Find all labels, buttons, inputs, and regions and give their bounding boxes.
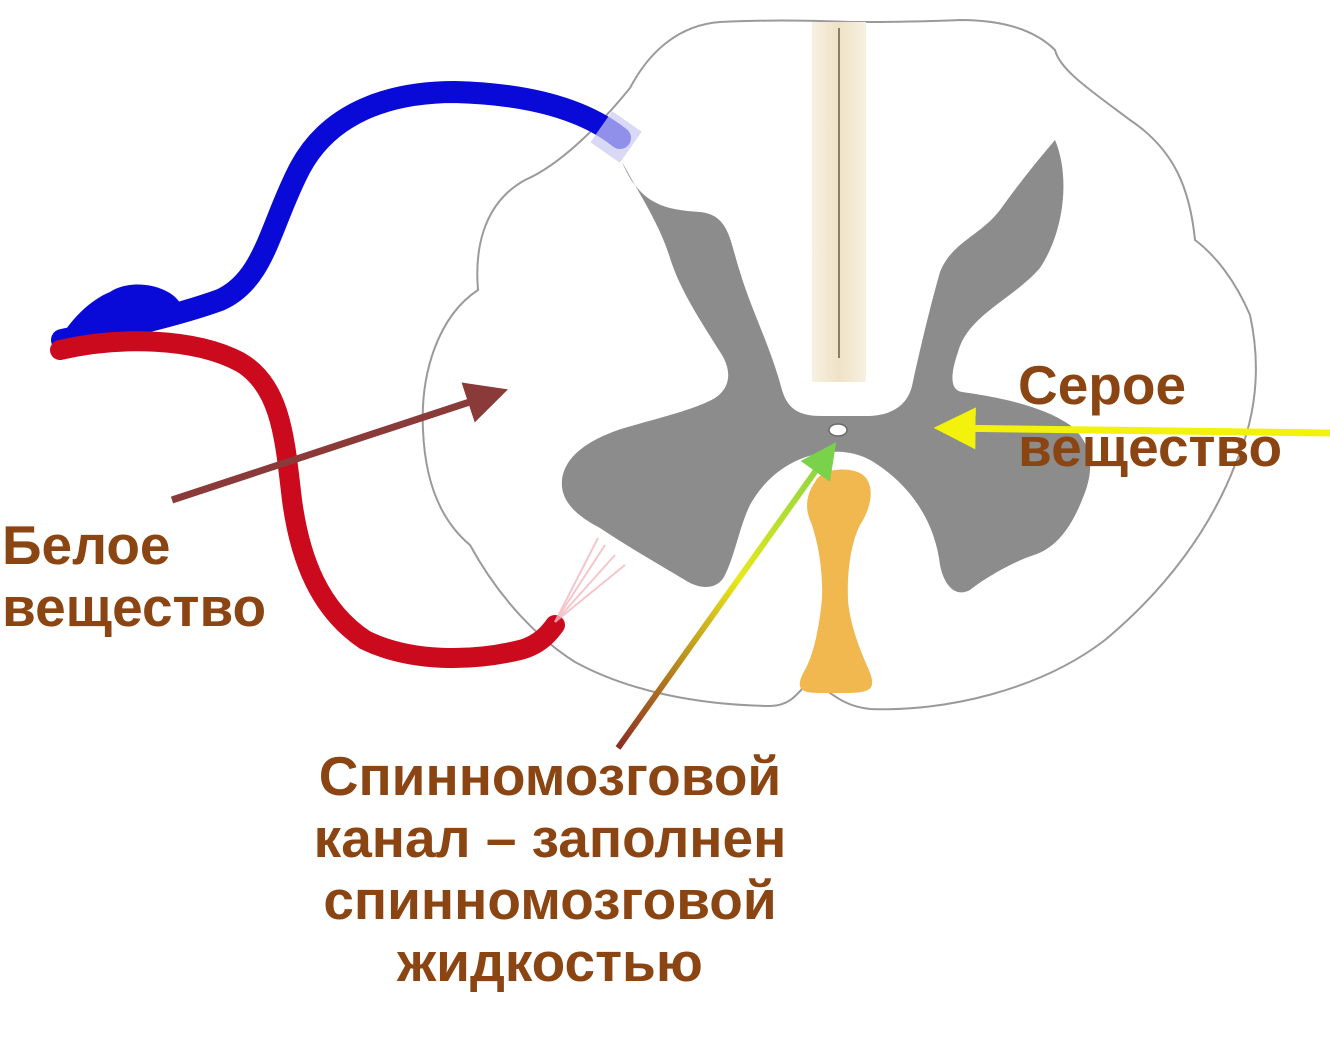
gray-matter-label-line-1: Серое <box>1018 354 1282 416</box>
gray-matter-label: Серое вещество <box>1018 354 1282 478</box>
canal-label-line-4: жидкостью <box>200 931 900 993</box>
canal-label-line-2: канал – заполнен <box>200 807 900 869</box>
white-matter-label-line-1: Белое <box>2 514 266 576</box>
canal-label-line-1: Спинномозговой <box>200 745 900 807</box>
white-matter-label-line-2: вещество <box>2 576 266 638</box>
white-matter-label: Белое вещество <box>2 514 266 638</box>
gray-matter-label-line-2: вещество <box>1018 416 1282 478</box>
central-canal <box>829 424 847 436</box>
canal-label: Спинномозговой канал – заполнен спинномо… <box>200 745 900 993</box>
canal-label-line-3: спинномозговой <box>200 869 900 931</box>
